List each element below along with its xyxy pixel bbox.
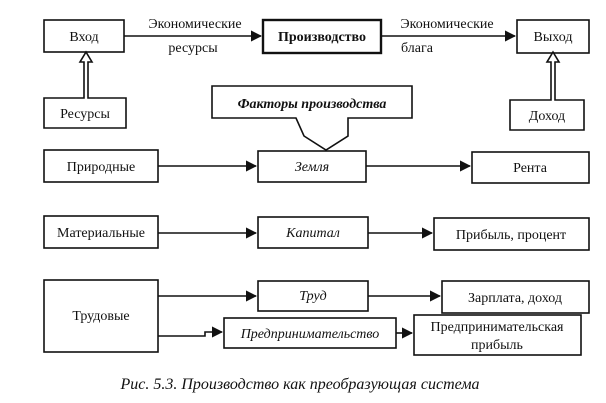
entrepreneurial-profit-node: Предпринимательская прибыль bbox=[413, 314, 582, 356]
svg-text:Зарплата, доход: Зарплата, доход bbox=[468, 291, 562, 306]
profit-interest-node: Прибыль, процент bbox=[433, 217, 590, 251]
svg-text:Капитал: Капитал bbox=[285, 226, 340, 241]
svg-text:прибыль: прибыль bbox=[471, 338, 523, 353]
income-up-arrow bbox=[509, 50, 585, 131]
svg-text:Прибыль, процент: Прибыль, процент bbox=[456, 228, 566, 243]
wage-income-node: Зарплата, доход bbox=[441, 280, 590, 314]
resources-flow-label-2: ресурсы bbox=[168, 41, 218, 56]
svg-text:Трудовые: Трудовые bbox=[72, 309, 129, 324]
factors-pointer bbox=[211, 85, 413, 151]
svg-text:Вход: Вход bbox=[69, 30, 98, 45]
production-node: Производство bbox=[261, 18, 383, 55]
output-node: Выход bbox=[516, 19, 590, 54]
svg-text:Земля: Земля bbox=[295, 160, 329, 175]
entrepreneurship-node: Предпринимательство bbox=[223, 317, 397, 349]
svg-text:Природные: Природные bbox=[67, 160, 135, 175]
svg-text:Предпринимательская: Предпринимательская bbox=[430, 320, 564, 335]
svg-text:Выход: Выход bbox=[534, 30, 573, 45]
income-label: Доход bbox=[529, 109, 565, 124]
factors-label: Факторы производства bbox=[238, 97, 387, 112]
svg-text:Рента: Рента bbox=[513, 161, 548, 176]
input-node: Вход bbox=[43, 19, 125, 53]
land-node: Земля bbox=[257, 150, 367, 183]
resources-flow-label-1: Экономические bbox=[148, 17, 241, 32]
svg-text:Производство: Производство bbox=[278, 30, 366, 45]
goods-flow-label-1: Экономические bbox=[400, 17, 493, 32]
goods-flow-label-2: блага bbox=[401, 41, 434, 56]
resources-up-arrow bbox=[43, 50, 127, 129]
svg-text:Труд: Труд bbox=[299, 289, 327, 304]
figure-caption: Рис. 5.3. Производство как преобразующая… bbox=[119, 376, 479, 393]
resources-label: Ресурсы bbox=[60, 107, 110, 122]
material-node: Материальные bbox=[43, 215, 159, 249]
labor-resources-node: Трудовые bbox=[43, 279, 159, 353]
rent-node: Рента bbox=[471, 151, 590, 184]
laborres-to-entrepreneurship-arrow bbox=[158, 326, 224, 338]
svg-text:Предпринимательство: Предпринимательство bbox=[240, 327, 380, 342]
labor-node: Труд bbox=[257, 280, 369, 312]
natural-node: Природные bbox=[43, 149, 159, 183]
svg-text:Материальные: Материальные bbox=[57, 226, 145, 241]
capital-node: Капитал bbox=[257, 216, 369, 249]
